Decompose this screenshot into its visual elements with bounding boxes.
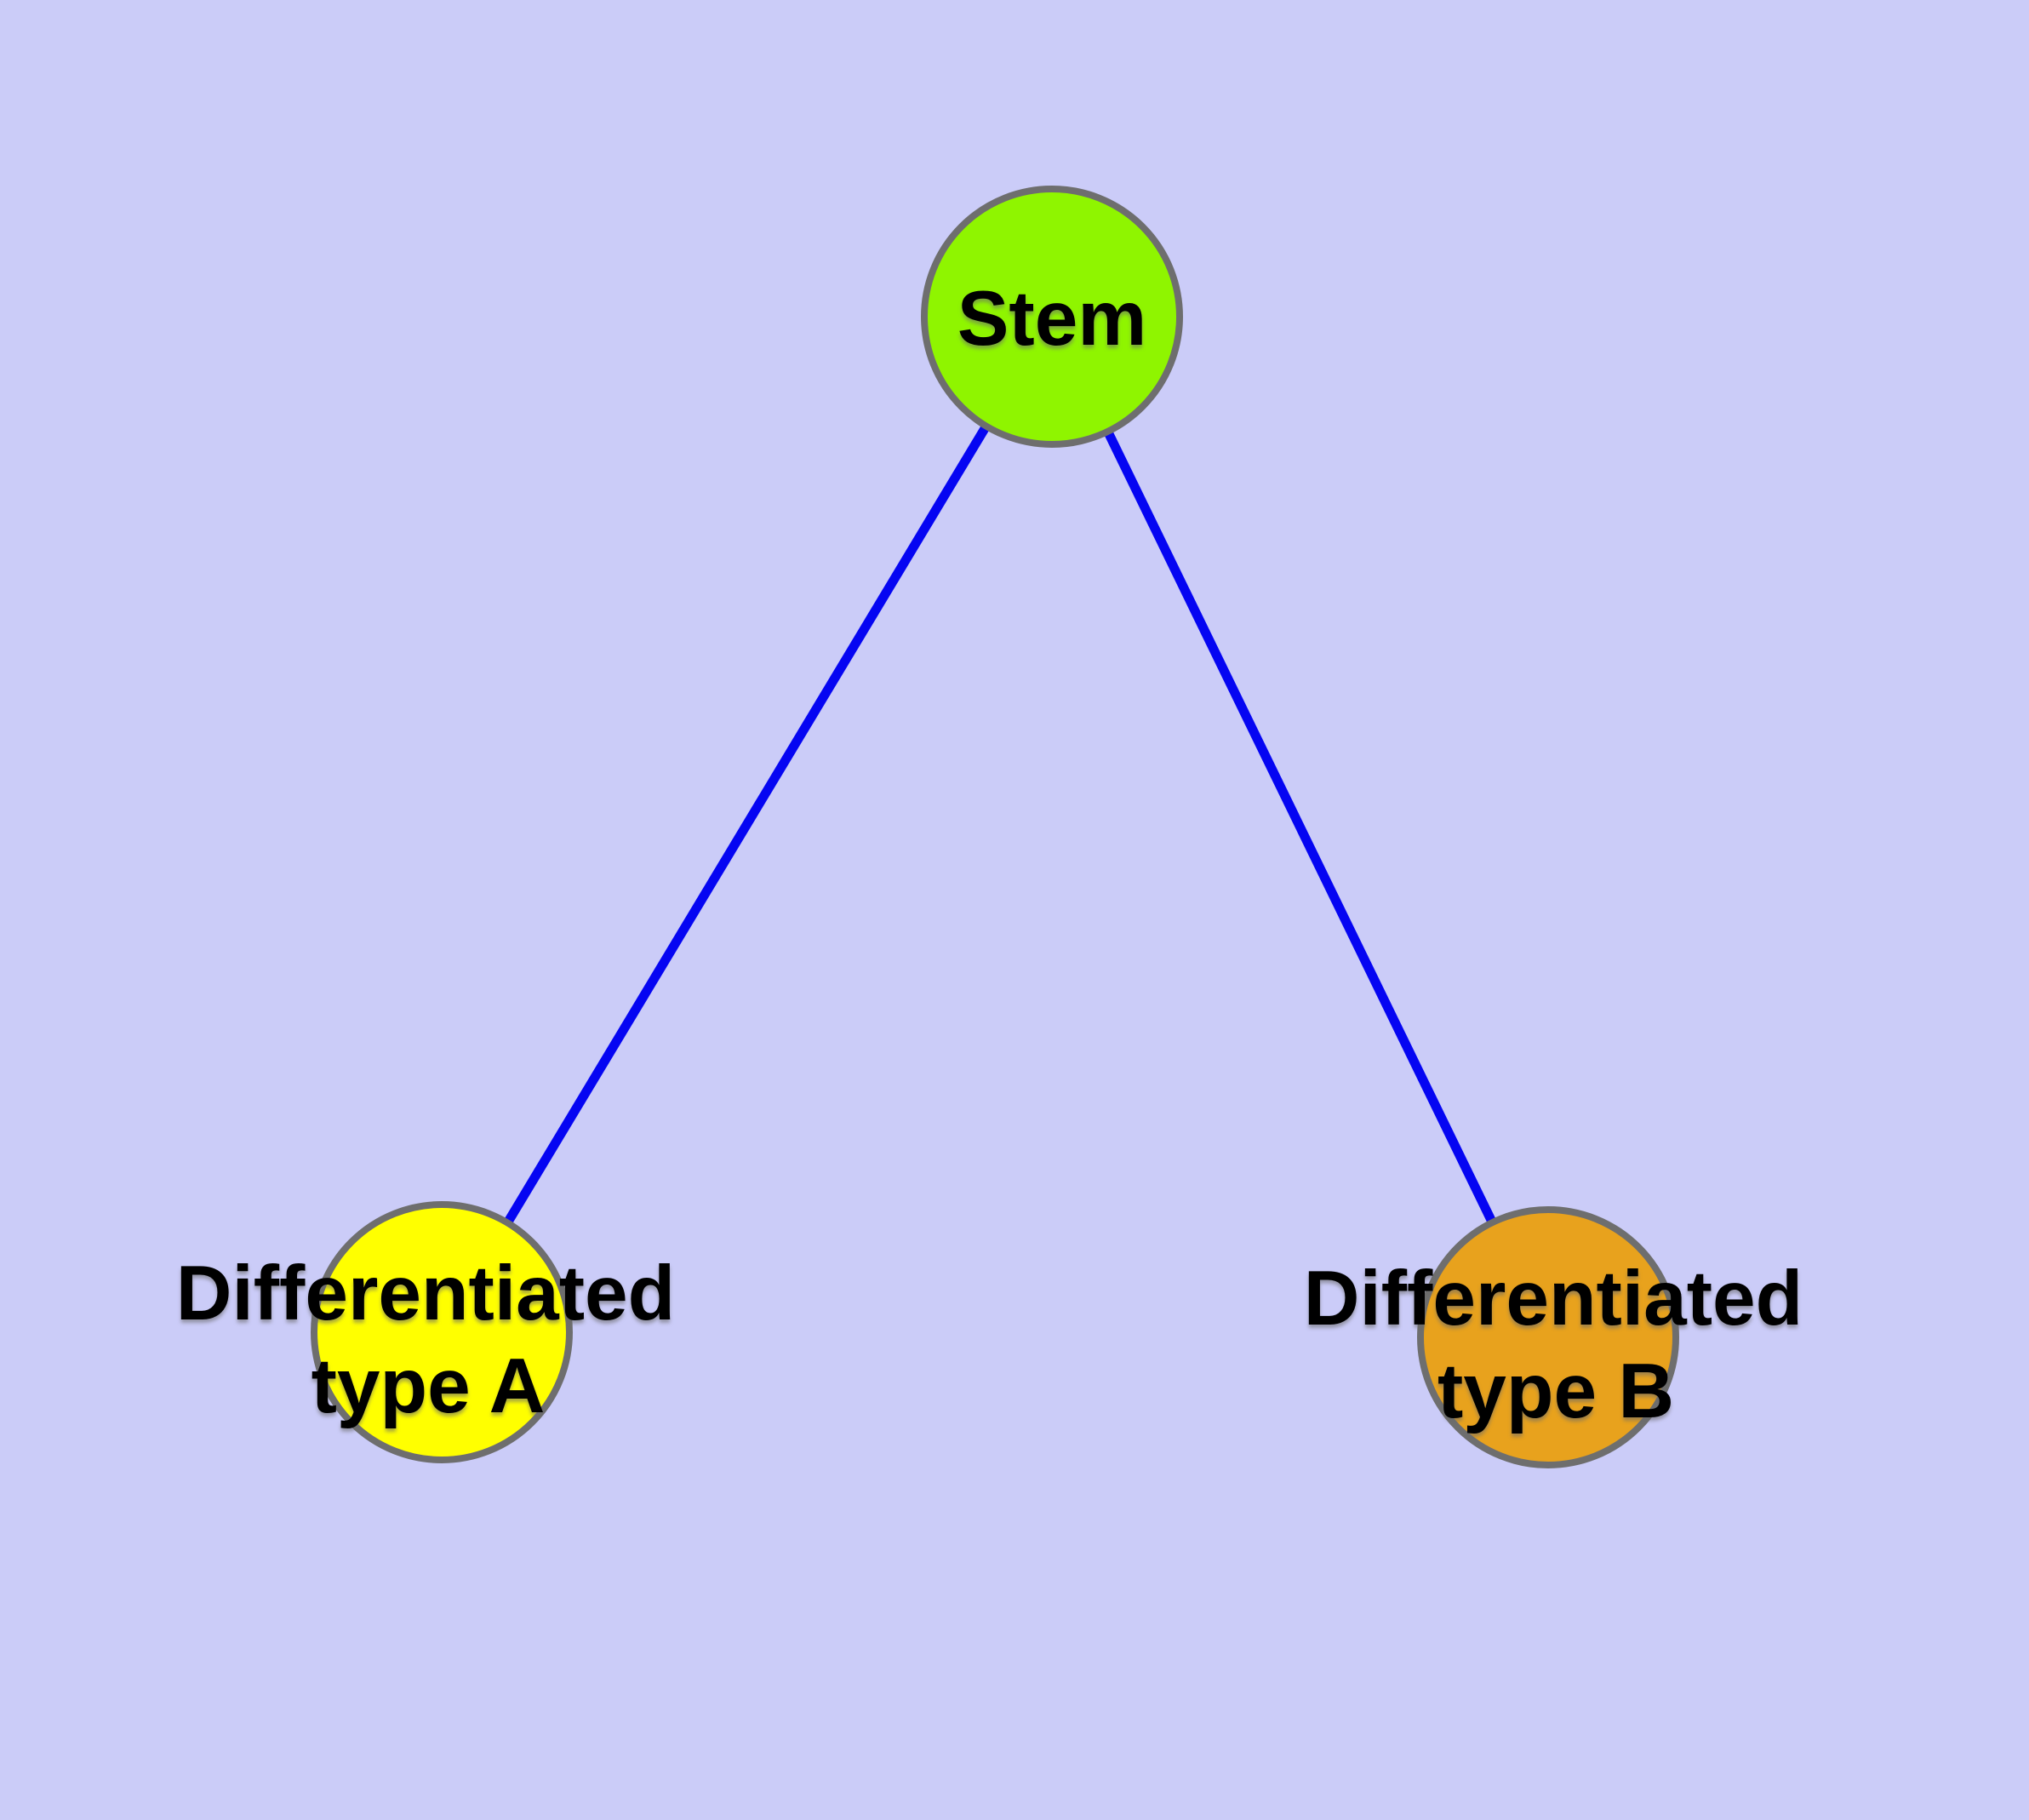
node-differentiated-type-a xyxy=(311,1201,573,1463)
node-stem xyxy=(921,186,1183,448)
node-type-a-label-line2: type A xyxy=(311,1343,546,1429)
edge-stem-to-type-a xyxy=(437,314,1056,1335)
edge-stem-to-type-b xyxy=(1048,314,1552,1340)
node-stem-label: Stem xyxy=(957,276,1147,362)
node-type-b-label-line1: Differentiated xyxy=(1304,1256,1803,1342)
node-differentiated-type-b xyxy=(1417,1206,1679,1468)
node-type-b-label-line2: type B xyxy=(1437,1348,1674,1434)
node-type-a-label-line1: Differentiated xyxy=(176,1251,676,1336)
